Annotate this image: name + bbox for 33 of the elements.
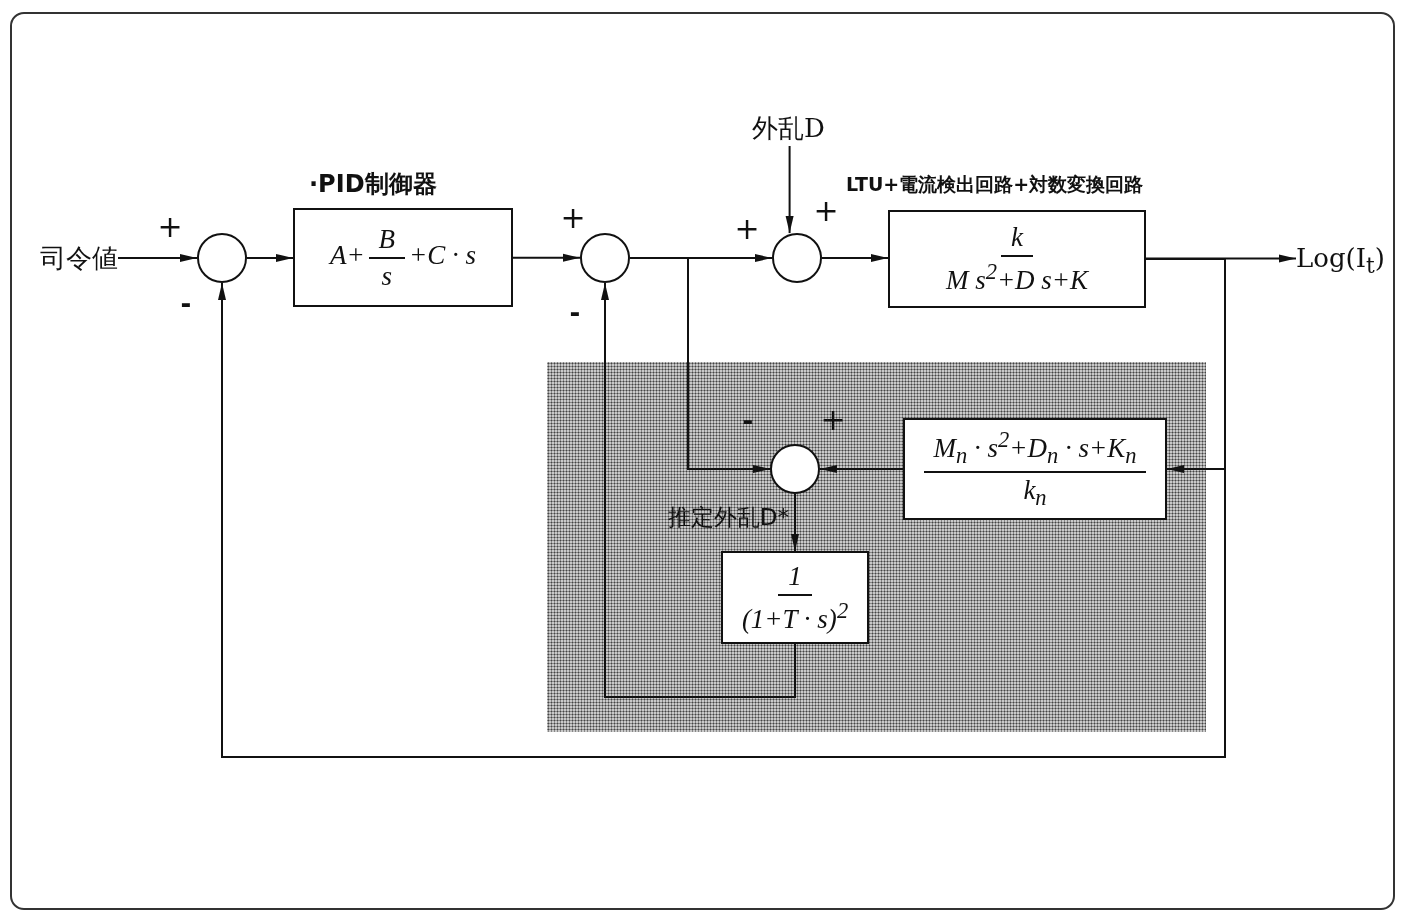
- sign-label: +: [560, 203, 586, 233]
- transfer-function: k M s$^{2}$+D s+K: [944, 222, 1090, 296]
- signal-arrow: [512, 253, 581, 262]
- summing-junction: [772, 233, 822, 283]
- block-heading: ·PID制御器: [309, 169, 437, 200]
- signal-arrow: [1145, 258, 1226, 473]
- transfer-function: M$_{n}$ · s$^{2}$+D$_{n}$ · s+K$_{n}$ k$_{n}$: [919, 426, 1151, 512]
- filter-block: [721, 551, 869, 644]
- signal-arrow: [246, 253, 294, 262]
- transfer-function: 1 (1+T · s)$^{2}$: [740, 560, 850, 635]
- input-label: 司令値: [40, 240, 118, 276]
- summing-junction: [770, 444, 820, 494]
- signal-arrow: [785, 145, 794, 235]
- sign-label: +: [820, 405, 846, 435]
- disturbance-label: 外乱D: [752, 110, 825, 146]
- signal-arrow: [819, 465, 904, 473]
- signal-arrow: [821, 254, 889, 263]
- inverse-model-block: [903, 418, 1167, 520]
- sign-label: +: [157, 212, 183, 242]
- edge-label: 推定外乱D*: [667, 503, 789, 532]
- sign-label: -: [569, 300, 581, 326]
- sign-label: +: [813, 196, 839, 226]
- shaded-region: [547, 362, 1206, 732]
- sign-label: -: [180, 291, 192, 317]
- output-label: Log(I$_{t}$): [1296, 240, 1385, 276]
- signal-arrow: [791, 493, 799, 552]
- signal-arrow: [601, 282, 796, 698]
- signal-arrow: [117, 254, 198, 262]
- summing-junction: [580, 233, 630, 283]
- sign-label: +: [734, 214, 760, 244]
- summing-junction: [197, 233, 247, 283]
- block-heading: LTU+電流検出回路+対数変換回路: [846, 172, 1144, 197]
- sign-label: -: [742, 408, 754, 434]
